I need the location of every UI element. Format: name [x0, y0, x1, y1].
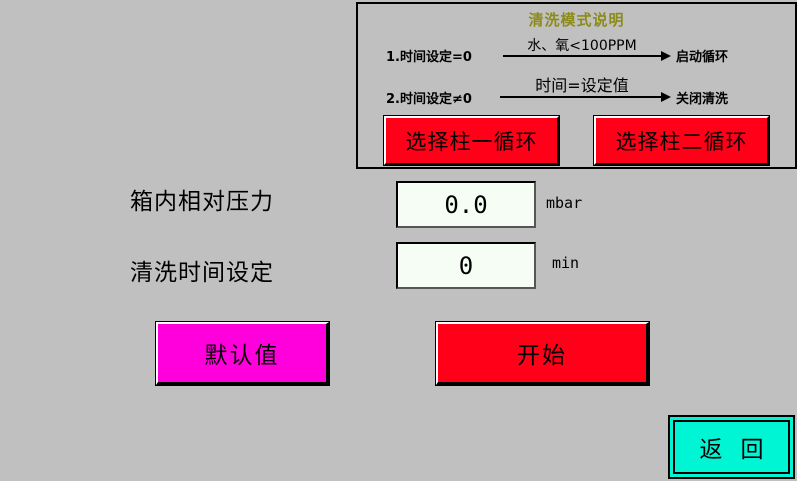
start-button[interactable]: 开始: [435, 321, 650, 386]
rule-2-result: 关闭清洗: [676, 92, 729, 107]
rule-1-result: 启动循环: [676, 50, 729, 65]
rule-2-condition: 2.时间设定≠0: [386, 92, 472, 107]
time-unit: min: [552, 254, 580, 272]
box-relative-pressure-display: 0.0: [396, 181, 536, 228]
panel-title: 清洗模式说明: [528, 11, 625, 29]
rule-2-arrow-icon: [661, 92, 671, 102]
rule-1-arrow-line: [503, 55, 661, 57]
rule-1-arrow-icon: [661, 51, 671, 61]
box-relative-pressure-label: 箱内相对压力: [130, 189, 274, 215]
default-values-button[interactable]: 默认值: [155, 321, 330, 386]
cleaning-time-setting-label: 清洗时间设定: [130, 260, 274, 286]
rule-1-arrow-label: 水、氧<100PPM: [527, 38, 637, 54]
return-button-label: 返回: [673, 420, 790, 474]
pressure-unit: mbar: [546, 194, 583, 212]
return-button[interactable]: 返回: [668, 415, 795, 479]
select-column-2-cycle-button[interactable]: 选择柱二循环: [593, 115, 770, 166]
rule-2-arrow-line: [500, 96, 661, 98]
cleaning-mode-panel: 清洗模式说明 1.时间设定=0 水、氧<100PPM 启动循环 2.时间设定≠0…: [356, 2, 797, 169]
rule-2-arrow-label: 时间=设定值: [535, 76, 629, 95]
rule-1-condition: 1.时间设定=0: [386, 50, 472, 65]
cleaning-time-input[interactable]: 0: [396, 242, 536, 289]
select-column-1-cycle-button[interactable]: 选择柱一循环: [383, 115, 560, 166]
